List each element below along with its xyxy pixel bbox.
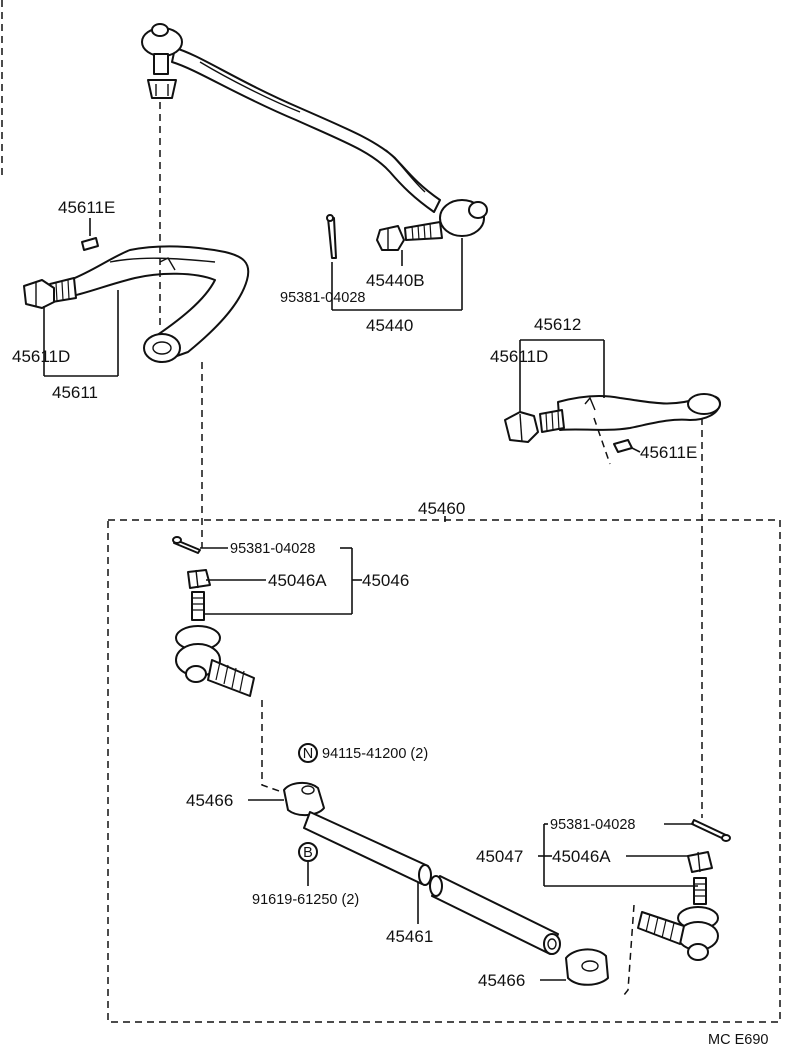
- label-95381-low: 95381-04028: [550, 817, 635, 833]
- label-45611E-right: 45611E: [640, 443, 697, 462]
- label-95381-top: 95381-04028: [280, 290, 365, 306]
- label-45046A-left: 45046A: [268, 571, 327, 590]
- tie-rod-assembly-box: [107, 519, 781, 1023]
- right-tie-rod-end: [637, 819, 731, 961]
- badge-b: B: [298, 842, 318, 862]
- left-knuckle-arm: [23, 237, 250, 363]
- label-45046: 45046: [362, 571, 409, 590]
- badge-n: N: [298, 743, 318, 763]
- alignment-dashed-lines: [159, 102, 703, 996]
- label-45611: 45611: [52, 383, 98, 402]
- label-45611E-top: 45611E: [58, 198, 115, 217]
- badge-b-text: B: [303, 845, 313, 861]
- label-45611D-right: 45611D: [490, 347, 548, 366]
- label-45612: 45612: [534, 315, 581, 334]
- label-94115: 94115-41200 (2): [322, 746, 428, 762]
- cotter-pin-top: [326, 214, 337, 259]
- label-45611D-left: 45611D: [12, 347, 70, 366]
- label-45466-top: 45466: [186, 791, 233, 810]
- right-knuckle-arm: [504, 393, 721, 465]
- label-45440: 45440: [366, 316, 413, 335]
- diagram-code: MC E690: [708, 1032, 768, 1048]
- label-45440B: 45440B: [366, 271, 425, 290]
- badge-n-text: N: [303, 746, 313, 762]
- label-95381-mid: 95381-04028: [230, 541, 315, 557]
- leader-lines-box: [200, 547, 698, 981]
- drag-link-assembly: [141, 23, 488, 251]
- label-45466-bottom: 45466: [478, 971, 525, 990]
- label-45461: 45461: [386, 927, 433, 946]
- label-45046A-right: 45046A: [552, 847, 611, 866]
- label-91619: 91619-61250 (2): [252, 892, 359, 908]
- leader-lines-top: [43, 218, 641, 453]
- tie-rod-tubes: [283, 782, 609, 986]
- label-45047: 45047: [476, 847, 523, 866]
- label-45460: 45460: [418, 499, 465, 518]
- left-tie-rod-end: [172, 536, 255, 697]
